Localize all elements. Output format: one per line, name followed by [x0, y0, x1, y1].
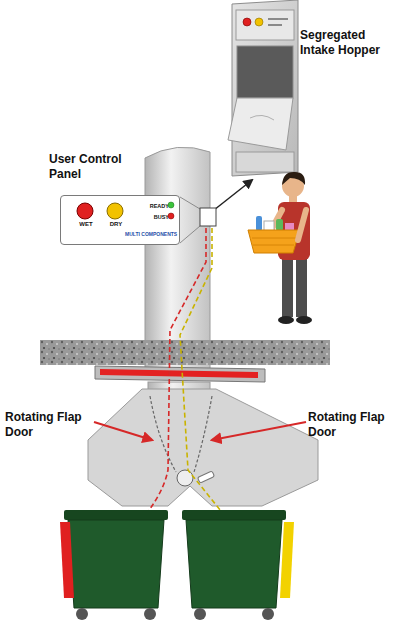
zoom-line — [180, 197, 200, 209]
indicator-label: READY — [143, 203, 169, 210]
person-leg — [282, 255, 293, 317]
dry-flow-path — [180, 228, 238, 532]
hopper-frame — [232, 0, 298, 176]
hopper-flap-handle — [250, 115, 274, 120]
chute-pipe — [145, 147, 210, 370]
person-arm — [298, 210, 306, 240]
zoom-line — [180, 226, 200, 243]
button-label: DRY — [106, 221, 126, 228]
bin-lid — [64, 510, 168, 520]
intake-hopper: Segregated Intake Hopper — [230, 2, 298, 178]
logo-text: MULTI COMPONENTS — [125, 231, 179, 237]
basket — [248, 230, 300, 253]
wet-button — [77, 203, 93, 219]
part-label: Rotating Flap Door — [5, 410, 95, 439]
ready-lamp — [168, 202, 174, 208]
dry-bin-stripe — [280, 522, 294, 598]
waste-item — [276, 219, 283, 231]
bin-wheel — [76, 608, 88, 620]
button-label: WET — [76, 221, 96, 228]
gate-frame — [95, 366, 265, 382]
basket-weave — [252, 238, 296, 245]
person-shoe — [278, 316, 294, 324]
hopper-label: Segregated Intake Hopper — [300, 28, 392, 57]
gate-blade — [100, 369, 258, 378]
hopper-flap — [228, 98, 293, 150]
wet-bin — [68, 520, 164, 608]
control-panel: User Control PanelWETDRYREADYBUSYMULTI C… — [60, 195, 180, 245]
bin-wheel — [144, 608, 156, 620]
leader-arrow — [212, 422, 306, 440]
hopper-opening — [237, 46, 293, 98]
wet-flow-path — [130, 228, 206, 532]
person-leg — [296, 255, 307, 317]
hopper-top-panel — [236, 10, 294, 40]
part-label: Rotating Flap Door — [308, 410, 398, 439]
flap-door — [194, 396, 212, 472]
hopper-bottom-panel — [236, 152, 294, 172]
wet-bin-stripe — [60, 522, 74, 598]
bin-lid — [182, 510, 286, 520]
hopper-marking — [268, 18, 288, 20]
dry-button — [107, 203, 123, 219]
dry-bin — [186, 520, 282, 608]
bin-wheel — [194, 608, 206, 620]
hopper-marking — [268, 24, 282, 26]
bin-wheel — [262, 608, 274, 620]
person-shoe — [296, 316, 312, 324]
flap-door — [150, 396, 176, 472]
busy-lamp — [168, 213, 174, 219]
hopper-button — [255, 18, 263, 26]
floor-slab — [40, 340, 330, 365]
panel-location-box — [200, 208, 216, 226]
person-hair — [282, 172, 305, 185]
leader-arrow — [94, 422, 152, 440]
panel-label: User Control Panel — [49, 152, 141, 181]
waste-item — [256, 216, 262, 231]
indicator-label: BUSY — [143, 214, 169, 221]
pointer-arrow — [214, 180, 252, 210]
flap-pivot — [177, 470, 193, 486]
hopper-button — [243, 18, 251, 26]
bottle-item — [197, 471, 214, 483]
